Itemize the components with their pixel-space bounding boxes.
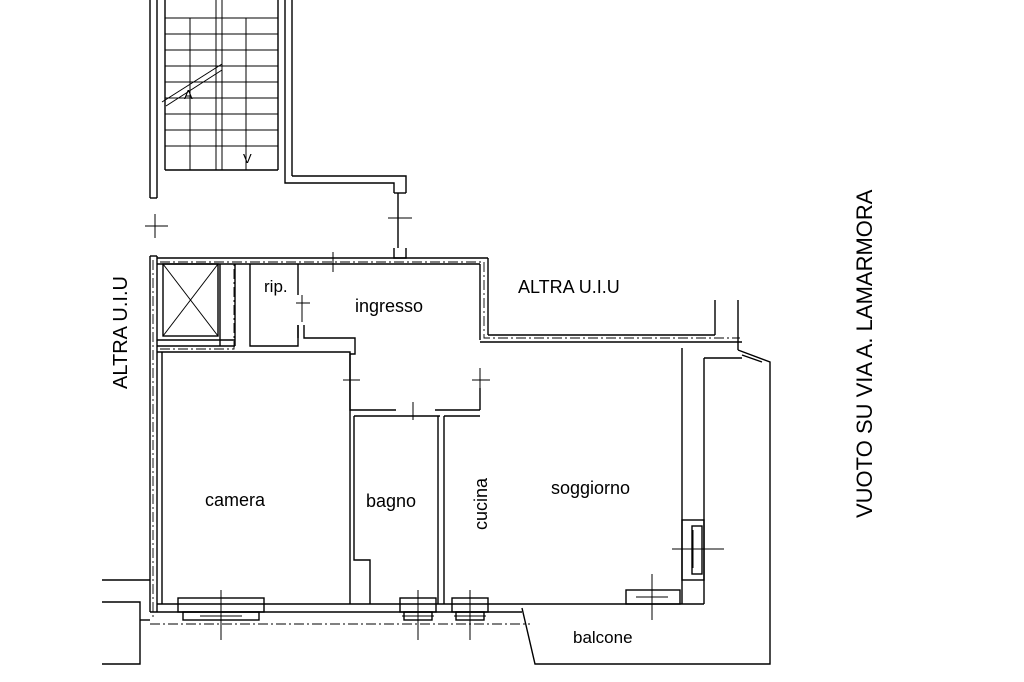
room-label-bagno: bagno (366, 491, 416, 511)
staircase: A V (149, 0, 279, 199)
room-label-camera: camera (205, 490, 266, 510)
ripostiglio-walls: rip. (249, 264, 310, 347)
corridor-walls (145, 0, 412, 259)
room-label-ripostiglio: rip. (264, 277, 288, 296)
label-altra-uiu-left: ALTRA U.I.U (110, 276, 132, 389)
room-label-ingresso: ingresso (355, 296, 423, 316)
room-label-balcone: balcone (573, 628, 633, 647)
room-label-soggiorno: soggiorno (551, 478, 630, 498)
property-lines (150, 260, 740, 625)
inner-walls (157, 351, 480, 604)
label-street: VUOTO SU VIA A. LAMARMORA (852, 189, 877, 518)
ingresso-walls: ingresso (297, 252, 490, 420)
room-label-cucina: cucina (471, 477, 491, 530)
windows (177, 519, 724, 640)
elevator-shaft (157, 263, 236, 347)
stair-up-mark: A (184, 87, 193, 102)
stair-down-mark: V (243, 151, 252, 166)
label-altra-uiu-top: ALTRA U.I.U (518, 277, 620, 297)
